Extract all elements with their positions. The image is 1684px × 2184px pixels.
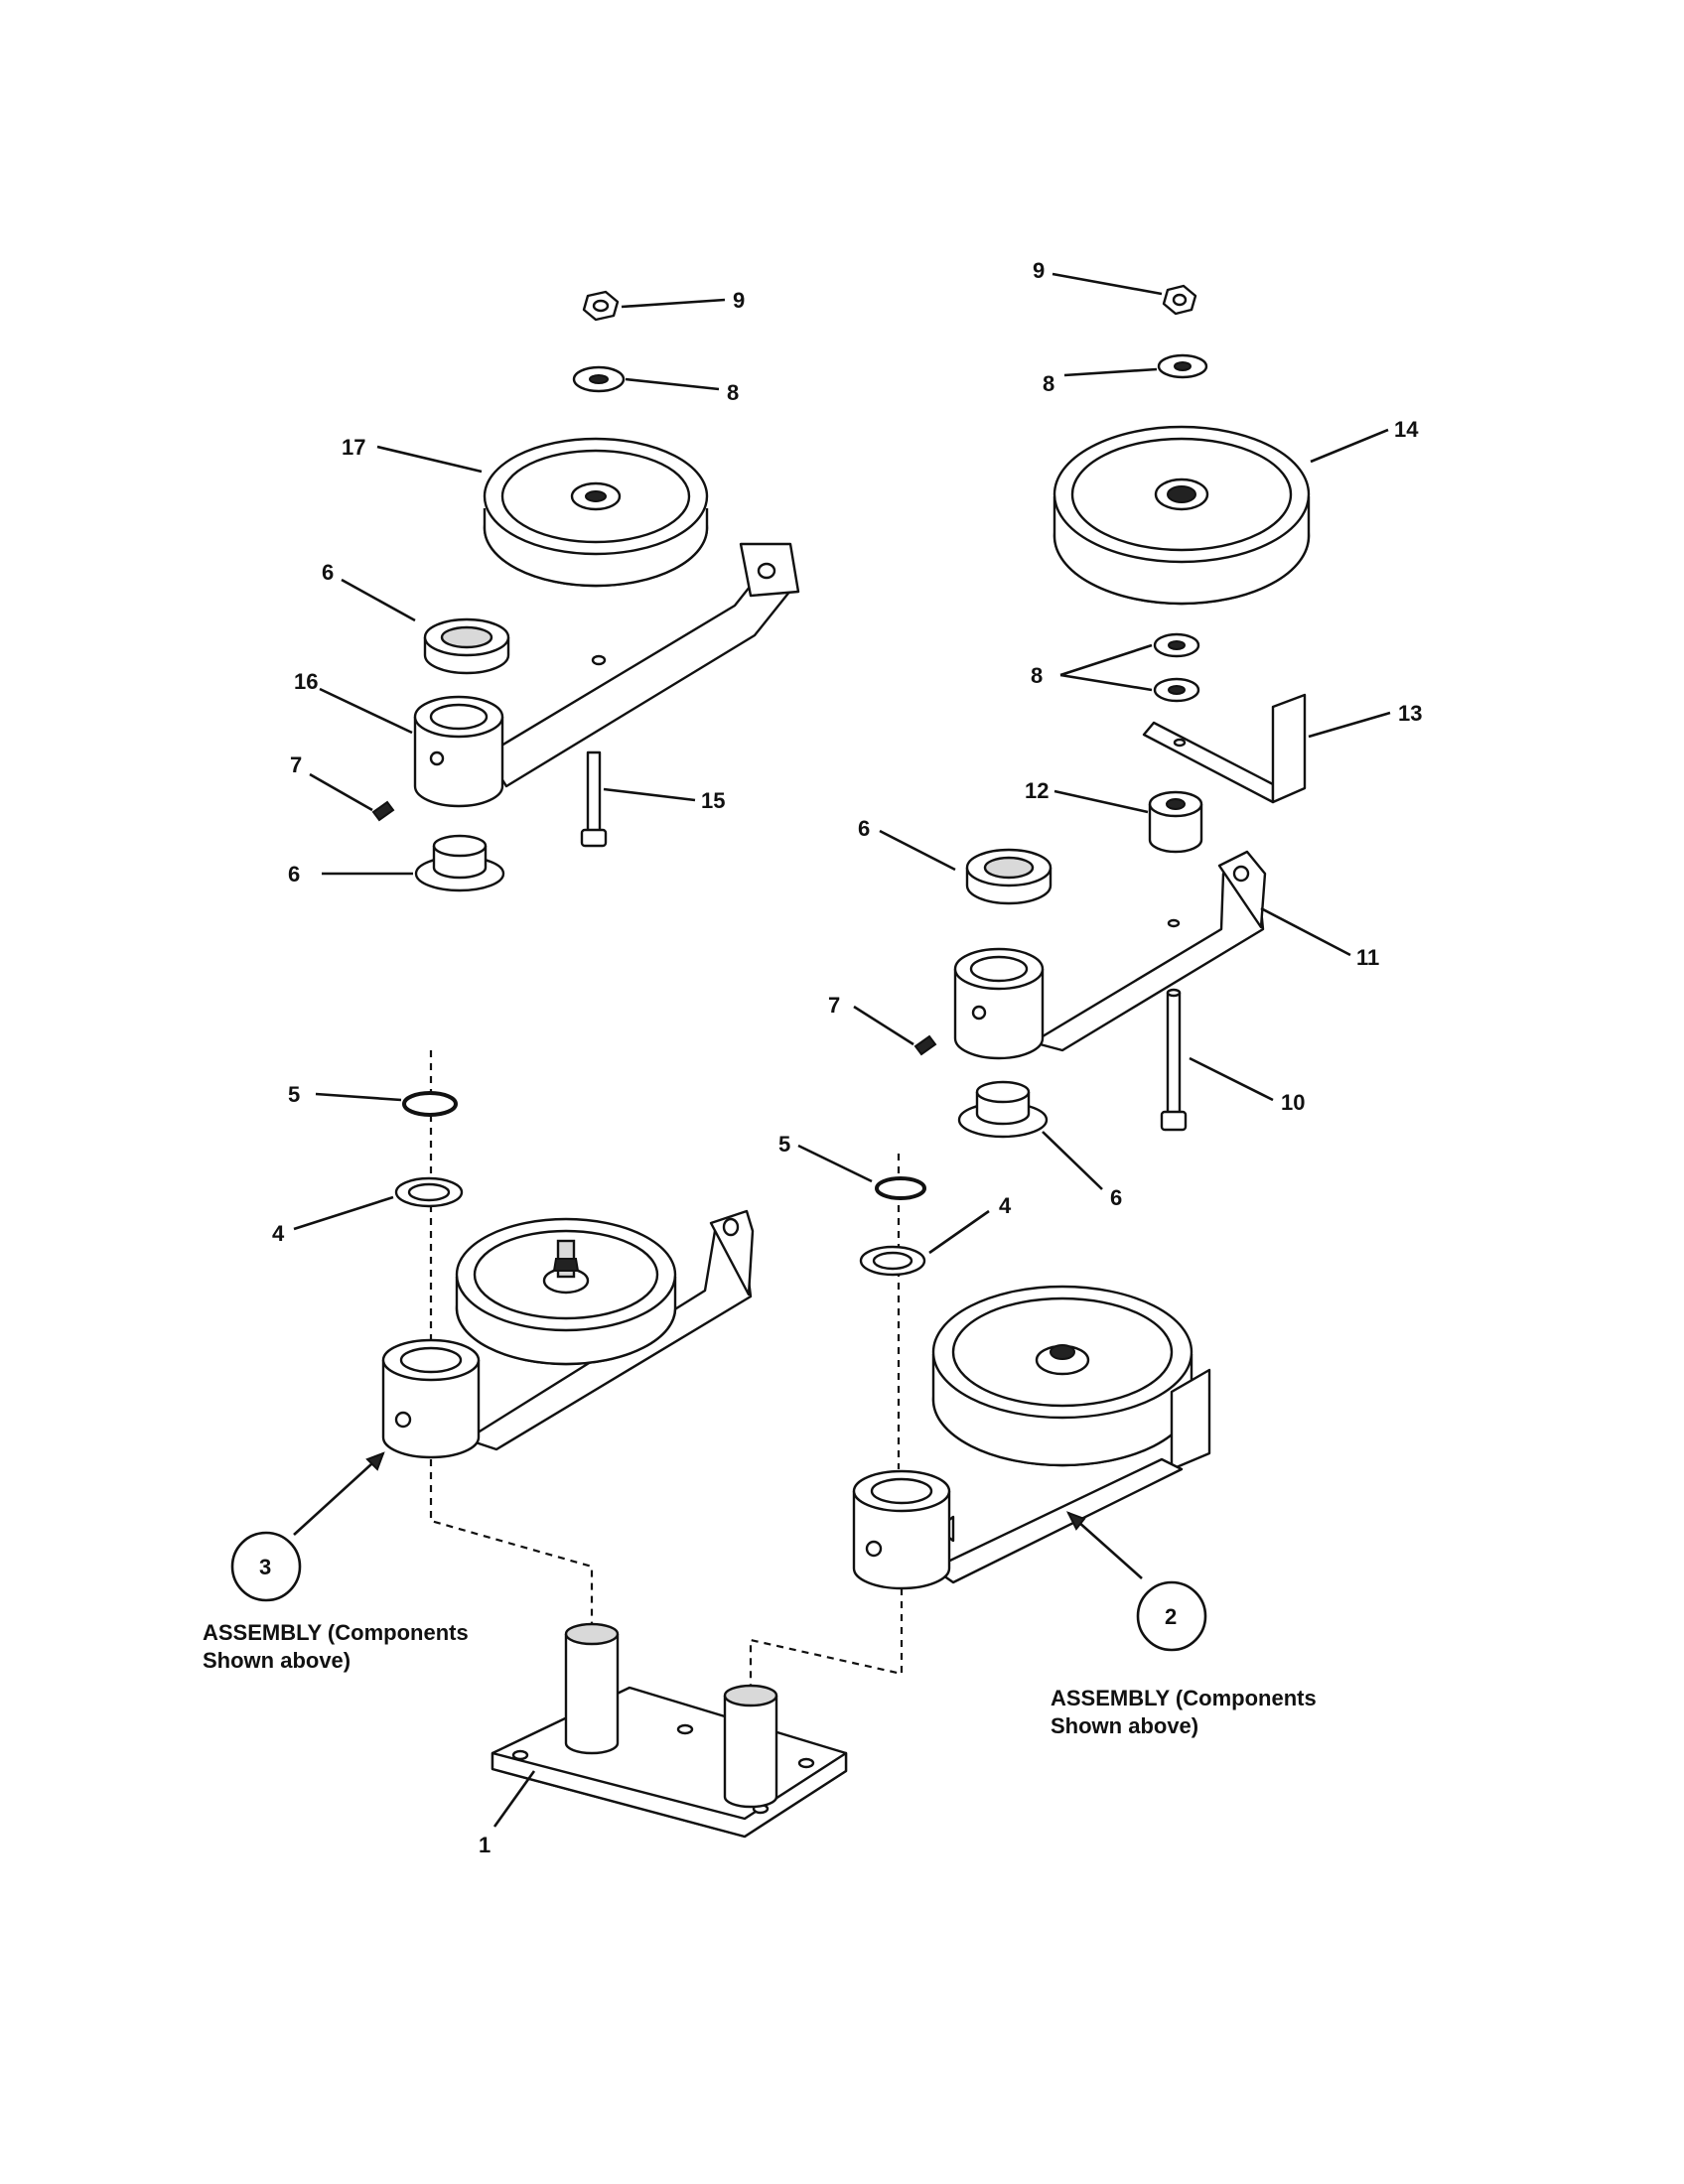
bushing-6-upper-left: [423, 617, 510, 675]
set-screw-7-left: [371, 800, 395, 822]
washer-4-left: [394, 1176, 464, 1208]
label-6-upper-right: 6: [858, 816, 870, 841]
label-4-left: 4: [272, 1221, 285, 1246]
assembly-note-right: ASSEMBLY (Components Shown above): [1051, 1686, 1317, 1738]
label-5-left: 5: [288, 1082, 300, 1107]
label-11: 11: [1356, 945, 1379, 970]
label-9-right: 9: [1033, 258, 1045, 283]
lower-right-assembly-2: [749, 1154, 1211, 1688]
retaining-ring-5-right: [875, 1176, 926, 1200]
label-17: 17: [342, 435, 365, 460]
label-6-lower-right: 6: [1110, 1185, 1122, 1210]
idler-arm-lower-left: [465, 1209, 755, 1451]
washer-8-middle-right: [1153, 632, 1200, 658]
pivot-tube-16: [413, 695, 504, 808]
idler-arm-left: [485, 542, 800, 788]
pulley-17: [483, 437, 709, 588]
upper-left-idler-assembly: [371, 290, 800, 892]
assembly-note-left: ASSEMBLY (Components Shown above): [203, 1620, 469, 1673]
retaining-ring-5-left: [402, 1091, 458, 1117]
bushing-6-lower-right: [957, 1080, 1049, 1139]
label-1: 1: [479, 1833, 491, 1857]
bushing-6-lower-left: [414, 834, 505, 892]
label-5-right: 5: [778, 1132, 790, 1157]
label-7-left: 7: [290, 752, 302, 777]
pivot-tube-right: [953, 947, 1045, 1060]
label-8-left: 8: [727, 380, 739, 405]
label-7-right: 7: [828, 993, 840, 1018]
pulley-lower-left: [455, 1217, 677, 1366]
nut-9-right: [1162, 284, 1197, 316]
label-14: 14: [1394, 417, 1419, 442]
label-4-right: 4: [999, 1193, 1012, 1218]
label-15: 15: [701, 788, 725, 813]
bolt-10: [1160, 988, 1188, 1132]
label-16: 16: [294, 669, 318, 694]
washer-8-left: [572, 365, 626, 393]
pivot-post-right: [723, 1684, 778, 1809]
bushing-6-upper-right: [965, 848, 1052, 905]
label-2: 2: [1165, 1604, 1177, 1629]
bolt-15: [580, 751, 608, 848]
label-8-lower-right: 8: [1031, 663, 1043, 688]
belt-guide-13: [1142, 693, 1307, 804]
label-8-upper-right: 8: [1043, 371, 1054, 396]
callout-circle-3: [230, 1531, 302, 1602]
part-numbers: 9 8 17 6 16 7 15 6 9 8 14 8 13 12 6 11 7…: [259, 258, 1422, 1857]
lower-left-assembly-3: [381, 1050, 755, 1628]
label-6-lower-left: 6: [288, 862, 300, 887]
label-13: 13: [1398, 701, 1422, 726]
label-12: 12: [1025, 778, 1049, 803]
label-3: 3: [259, 1555, 271, 1579]
spacer-12: [1148, 790, 1203, 854]
washer-8-lower-right: [1153, 677, 1200, 703]
pivot-tube-lower-left: [381, 1338, 481, 1459]
set-screw-7-right: [913, 1034, 937, 1056]
assembly-note-right-line2: Shown above): [1051, 1713, 1198, 1738]
mounting-plate-1: [491, 1622, 848, 1839]
washer-4-right: [859, 1245, 926, 1277]
assembly-note-left-line2: Shown above): [203, 1648, 351, 1673]
pulley-lower-right: [931, 1285, 1193, 1467]
nut-9-left: [582, 290, 620, 322]
washer-8-upper-right: [1157, 353, 1208, 379]
pivot-post-left: [564, 1622, 620, 1755]
belt-guide-lower-right: [1170, 1368, 1211, 1471]
pulley-14: [1052, 425, 1311, 606]
idler-arm-11: [1031, 850, 1267, 1052]
leader-lines: [293, 272, 1391, 1828]
idler-arm-lower-right: [931, 1457, 1184, 1584]
label-6-upper-left: 6: [322, 560, 334, 585]
label-10: 10: [1281, 1090, 1305, 1115]
pivot-tube-lower-right: [852, 1469, 951, 1590]
assembly-note-left-line1: ASSEMBLY (Components: [203, 1620, 469, 1645]
label-9-left: 9: [733, 288, 745, 313]
callout-circle-2: [1136, 1580, 1207, 1652]
upper-right-idler-assembly: [913, 284, 1311, 1139]
assembly-note-right-line1: ASSEMBLY (Components: [1051, 1686, 1317, 1710]
